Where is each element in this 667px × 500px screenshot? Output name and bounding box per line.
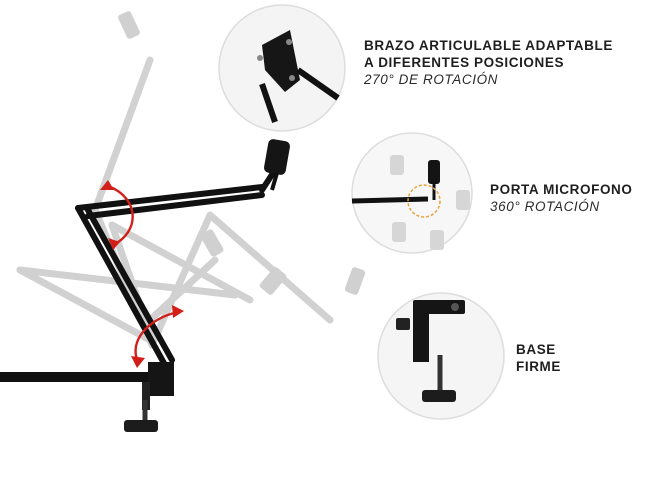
arm-title-line2: A DIFERENTES POSICIONES [364, 55, 565, 70]
mic-holder [264, 139, 290, 175]
mic-feature-caption: PORTA MICROFONO 360° ROTACIÓN [490, 181, 633, 215]
mic-holder-detail [351, 132, 473, 254]
mic-title: PORTA MICROFONO [490, 182, 633, 197]
mic-rotation-detail: 360° ROTACIÓN [490, 199, 600, 214]
desk-surface [0, 372, 165, 382]
arm-rotation-detail: 270° DE ROTACIÓN [364, 72, 499, 87]
clamp-knob [124, 420, 158, 432]
base-feature-caption: BASE FIRME [516, 341, 561, 375]
base-title-line2: FIRME [516, 359, 561, 374]
ghost-mic-holders [118, 11, 366, 295]
arm-title-line1: BRAZO ARTICULABLE ADAPTABLE [364, 38, 613, 53]
arm-feature-caption: BRAZO ARTICULABLE ADAPTABLE A DIFERENTES… [364, 37, 613, 88]
main-arm [75, 167, 278, 368]
arm-joint-detail [218, 4, 346, 132]
rotation-arrows [107, 184, 179, 363]
base-title-line1: BASE [516, 342, 556, 357]
base-clamp-detail [377, 292, 505, 420]
